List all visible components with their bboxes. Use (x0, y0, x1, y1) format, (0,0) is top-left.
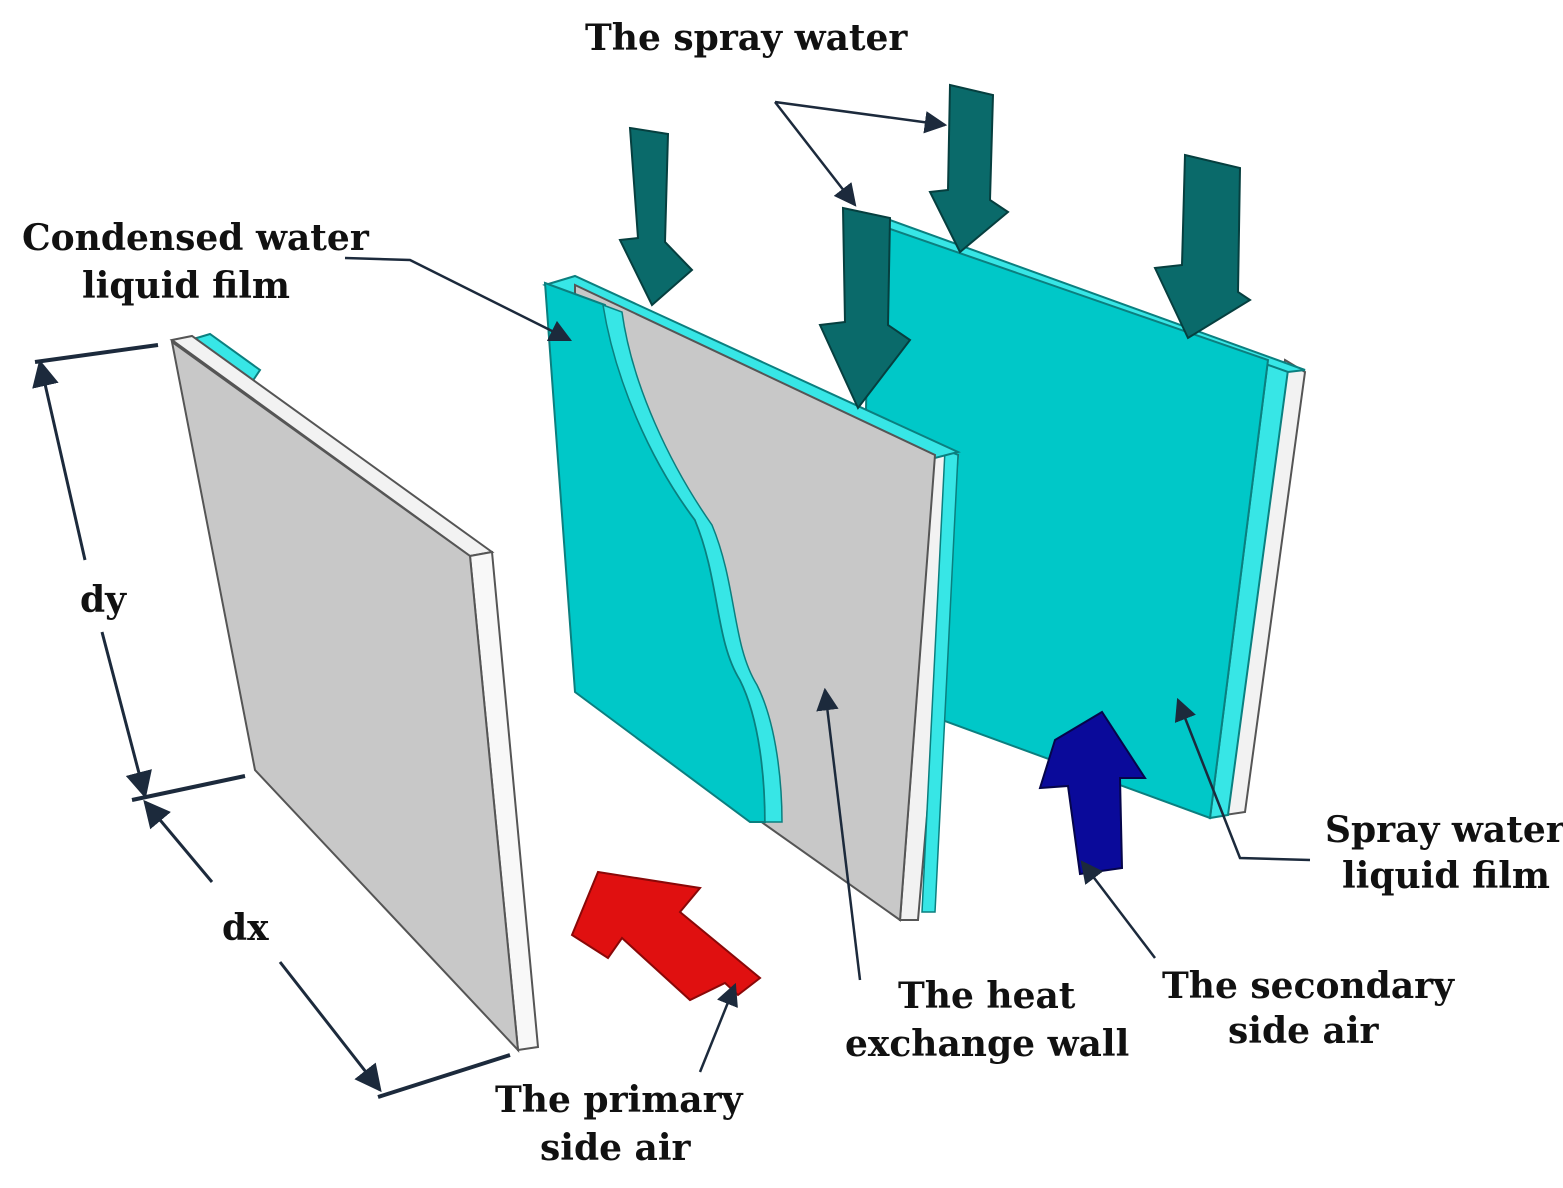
label-heat-wall-line1: The heat (898, 975, 1076, 1017)
spray-water-leader-1 (774, 100, 948, 134)
condensed-water-film-wavy-edge (602, 303, 783, 823)
spray-arrow-4 (1153, 153, 1252, 340)
dy-arrow-down (100, 631, 152, 799)
label-condensed-film-line1: Condensed water (22, 217, 370, 259)
label-secondary-air-line2: side air (1228, 1010, 1380, 1052)
secondary-air-leader (1080, 860, 1156, 959)
primary-air-leader (698, 982, 738, 1073)
dx-arrow-up (143, 799, 214, 883)
spray-arrow-2 (928, 83, 1010, 254)
dy-tick-top (34, 343, 159, 364)
primary-plate (169, 332, 540, 1053)
dx-arrow-down (278, 961, 382, 1093)
label-secondary-air-line1: The secondary (1162, 965, 1455, 1007)
spray-arrow-3 (818, 206, 912, 410)
dx-tick-bottom (377, 1053, 511, 1099)
label-heat-wall-line2: exchange wall (845, 1023, 1129, 1065)
dimension-dx: dx (143, 799, 511, 1099)
condensed-film-leader (344, 256, 573, 342)
primary-plate-face (170, 339, 520, 1053)
primary-air-arrow (570, 870, 762, 1002)
label-spray-film-line2: liquid film (1342, 855, 1550, 897)
dx-label: dx (222, 907, 269, 949)
heat-wall-leader (816, 687, 862, 981)
label-spray-film-line1: Spray water (1325, 809, 1563, 851)
dy-label: dy (80, 579, 127, 621)
heat-exchange-wall-plate (542, 274, 961, 922)
label-primary-air-line2: side air (540, 1127, 692, 1169)
spray-arrow-1 (618, 126, 694, 307)
secondary-air-arrow (1038, 710, 1147, 876)
spray-water-arrows (618, 83, 1252, 410)
dimension-dy: dy (32, 343, 246, 802)
spray-film-leader (1174, 697, 1311, 862)
label-condensed-film-line2: liquid film (82, 265, 290, 307)
dy-arrow-up (32, 359, 87, 561)
dy-tick-bottom (131, 774, 246, 802)
leader-lines (344, 100, 1311, 1073)
label-primary-air-line1: The primary (495, 1079, 744, 1121)
label-spray-water: The spray water (585, 17, 908, 59)
spray-water-leader-2 (774, 101, 857, 207)
